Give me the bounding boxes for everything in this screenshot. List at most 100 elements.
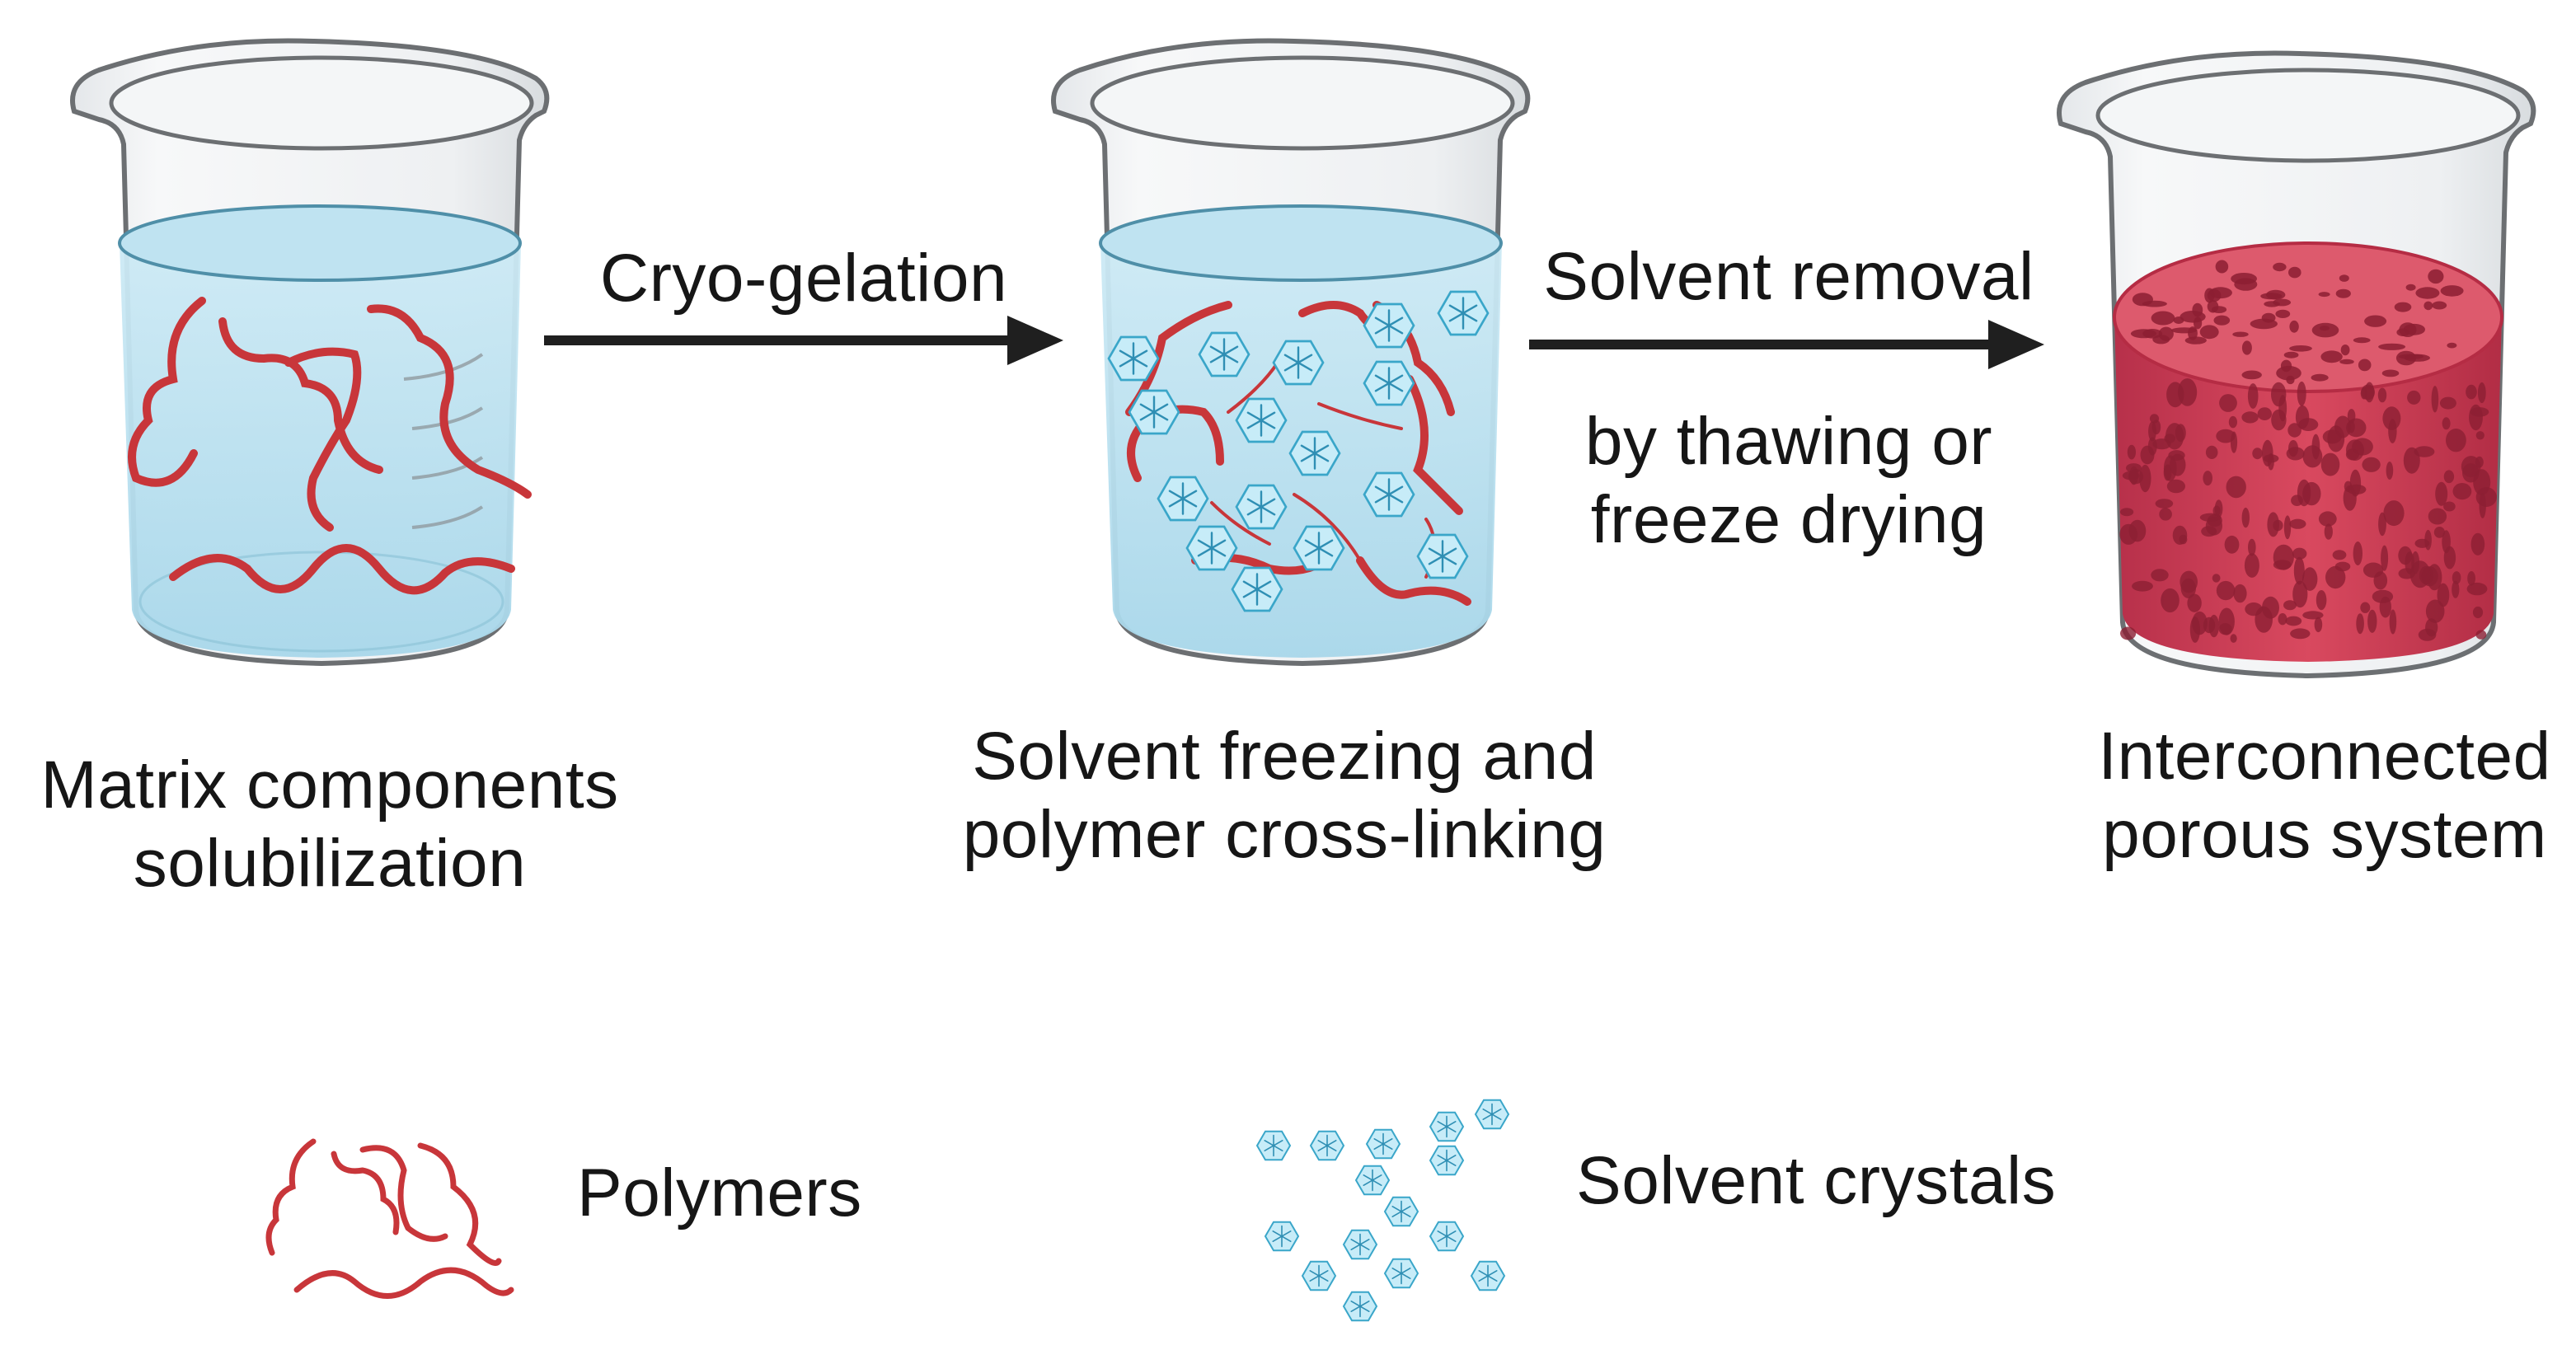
pore bbox=[2283, 351, 2299, 359]
pore bbox=[2297, 479, 2311, 507]
pore bbox=[2204, 288, 2215, 303]
pore bbox=[2389, 609, 2397, 635]
crystal-icon bbox=[1416, 533, 1469, 579]
solvent-crystals-in-beaker bbox=[1107, 290, 1490, 612]
crystal-icon bbox=[1128, 389, 1180, 435]
pore bbox=[2367, 609, 2377, 633]
pore bbox=[2395, 350, 2417, 366]
pore bbox=[2288, 266, 2302, 279]
pore bbox=[2245, 602, 2263, 616]
pore bbox=[2280, 359, 2292, 373]
crystal-icon bbox=[1342, 1229, 1378, 1260]
pore bbox=[2139, 464, 2151, 493]
crystal-icon bbox=[1107, 335, 1160, 382]
pore bbox=[2407, 390, 2421, 405]
pore bbox=[2382, 406, 2401, 430]
pore bbox=[2290, 628, 2311, 640]
pore bbox=[2332, 550, 2347, 560]
pore bbox=[2147, 437, 2157, 456]
crystal-icon bbox=[1354, 1165, 1391, 1196]
pore bbox=[2383, 500, 2405, 527]
pore bbox=[2295, 405, 2310, 429]
pore bbox=[2479, 493, 2486, 518]
scaffold-pores bbox=[2119, 260, 2497, 643]
pore bbox=[2212, 574, 2221, 583]
step2-caption: Solvent freezing and polymer cross-linki… bbox=[962, 719, 1607, 873]
pore bbox=[2399, 322, 2417, 337]
pore bbox=[2226, 476, 2246, 499]
crystal-icon bbox=[1293, 525, 1345, 571]
beaker-solubilization bbox=[70, 38, 550, 667]
pore bbox=[2442, 530, 2451, 554]
pore bbox=[2472, 606, 2484, 619]
pore bbox=[2275, 309, 2291, 318]
pore bbox=[2443, 470, 2455, 484]
pore bbox=[2409, 560, 2431, 588]
pore bbox=[2414, 446, 2435, 457]
pore bbox=[2373, 571, 2388, 590]
pore bbox=[2241, 507, 2250, 528]
step1-caption: Matrix components solubilization bbox=[40, 748, 619, 902]
pore bbox=[2372, 589, 2394, 603]
pore bbox=[2398, 546, 2413, 565]
pore bbox=[2260, 293, 2283, 300]
pore bbox=[2360, 602, 2371, 613]
pore bbox=[2302, 611, 2324, 620]
pore bbox=[2283, 600, 2297, 611]
pore bbox=[2283, 515, 2292, 540]
pore bbox=[2433, 527, 2445, 538]
pore bbox=[2334, 561, 2351, 572]
pore bbox=[2263, 454, 2279, 463]
pore bbox=[2381, 369, 2400, 377]
pore bbox=[2452, 571, 2461, 584]
pore bbox=[2165, 423, 2184, 450]
pore bbox=[2159, 508, 2172, 521]
pore bbox=[2318, 292, 2330, 298]
pore bbox=[2218, 623, 2232, 635]
pore bbox=[2428, 269, 2444, 284]
pore bbox=[2180, 311, 2206, 323]
pore bbox=[2267, 512, 2279, 537]
crystal-icon bbox=[1365, 1128, 1401, 1160]
crystal-icon bbox=[1383, 1196, 1419, 1227]
pore bbox=[2424, 529, 2432, 551]
pore bbox=[2216, 580, 2236, 601]
crystal-icon bbox=[1301, 1260, 1337, 1291]
pore bbox=[2127, 444, 2136, 460]
pore bbox=[2120, 508, 2134, 517]
pore bbox=[2364, 315, 2387, 327]
pore bbox=[2247, 383, 2259, 409]
pore bbox=[2273, 560, 2292, 570]
pore bbox=[2327, 425, 2345, 452]
pore bbox=[2431, 386, 2439, 413]
pore bbox=[2215, 260, 2229, 274]
pore bbox=[2151, 311, 2175, 326]
pore bbox=[2470, 532, 2485, 555]
crystal-icon bbox=[1198, 331, 1250, 377]
pore bbox=[2435, 481, 2448, 506]
solvent-crystal-icon bbox=[1255, 1099, 1510, 1322]
pore bbox=[2358, 359, 2372, 372]
pore bbox=[2228, 415, 2237, 429]
pore bbox=[2428, 508, 2447, 525]
arrow-cryo-gelation bbox=[544, 316, 1063, 365]
pore bbox=[2432, 301, 2447, 310]
pore bbox=[2466, 384, 2477, 400]
crystal-icon bbox=[1429, 1145, 1465, 1176]
pore bbox=[2170, 327, 2198, 334]
pore bbox=[2335, 288, 2351, 298]
crystal-icon bbox=[1437, 290, 1490, 336]
pore bbox=[2187, 593, 2202, 612]
pore bbox=[2234, 278, 2258, 291]
pore bbox=[2158, 326, 2174, 341]
pore bbox=[2288, 439, 2298, 457]
arrow2-sublabel: by thawing or freeze drying bbox=[1584, 404, 1993, 558]
pore bbox=[2180, 570, 2198, 593]
pore bbox=[2244, 553, 2259, 578]
pore bbox=[2311, 373, 2329, 382]
pore bbox=[2285, 616, 2302, 626]
pore bbox=[2314, 616, 2323, 633]
pore bbox=[2241, 411, 2259, 424]
pore bbox=[2292, 547, 2307, 560]
arrow-solvent-removal bbox=[1529, 320, 2044, 369]
